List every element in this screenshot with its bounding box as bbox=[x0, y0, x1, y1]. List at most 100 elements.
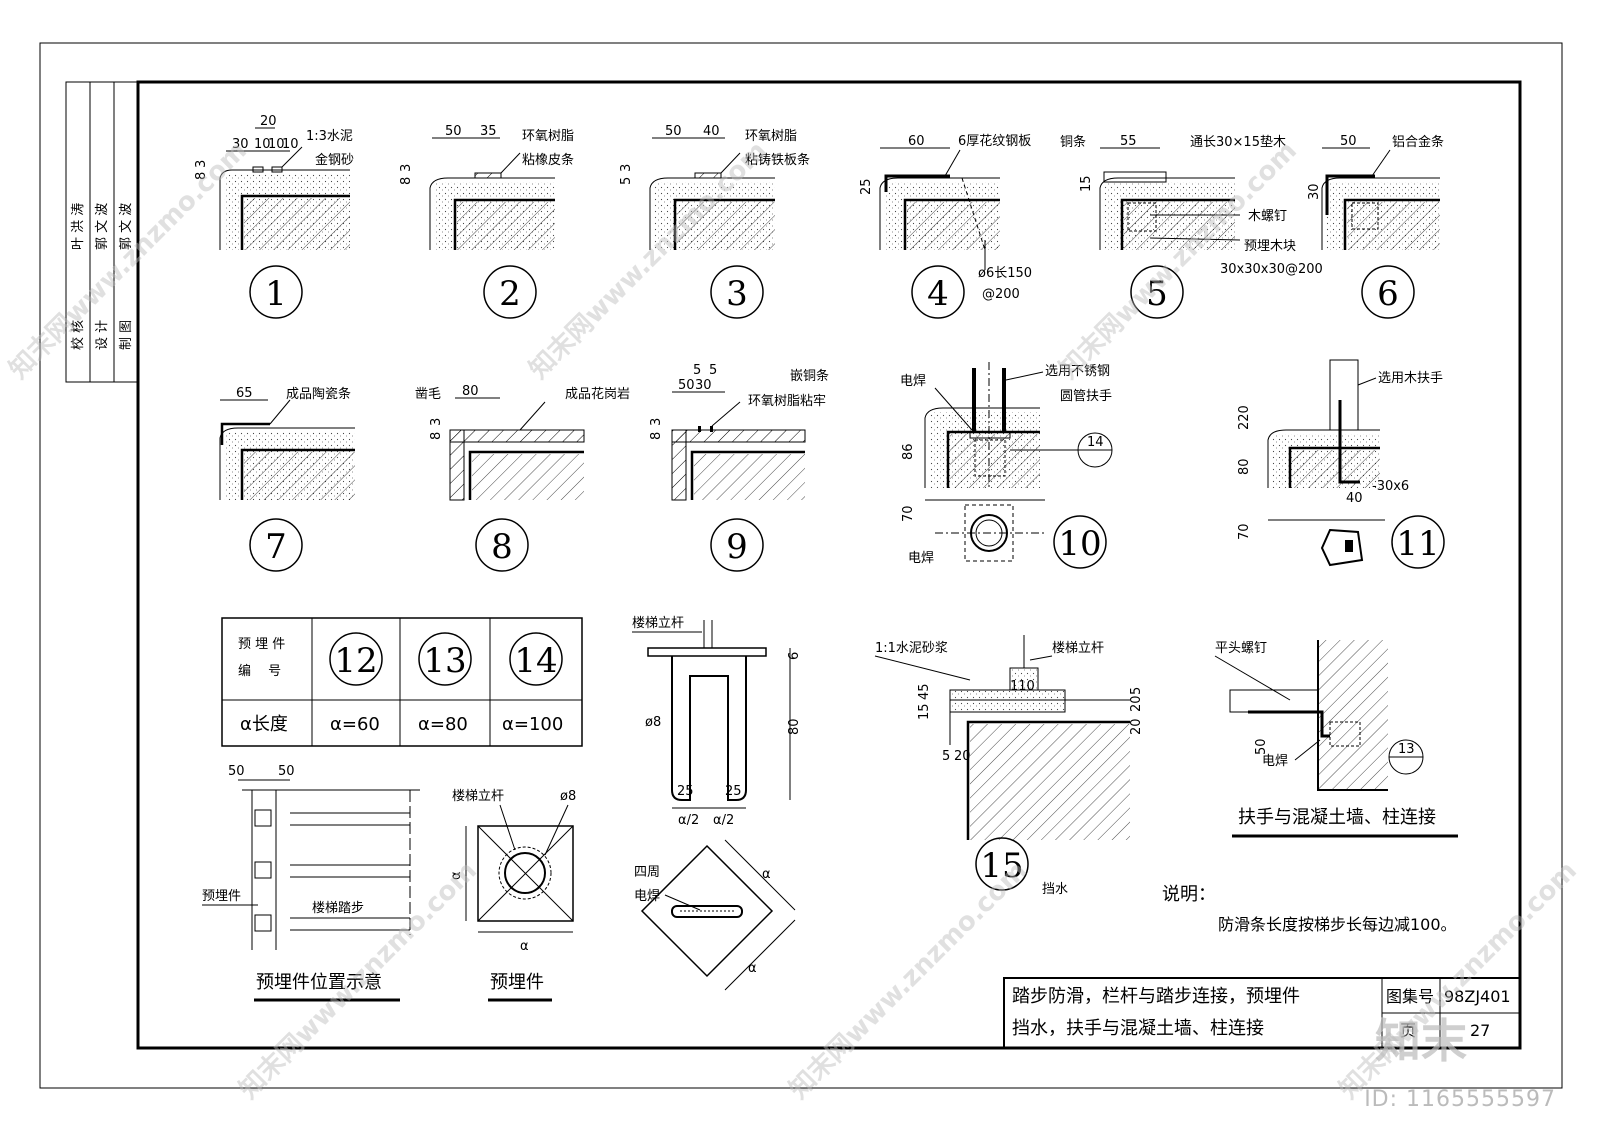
d4-dim-0: 60 bbox=[908, 134, 925, 149]
d2-number: 2 bbox=[499, 274, 521, 314]
d1-dim-5: 8 bbox=[194, 172, 209, 180]
post-label-0: 楼梯立杆 bbox=[632, 616, 684, 631]
d2-dim-0: 50 bbox=[445, 124, 462, 139]
d4-label-2: @200 bbox=[982, 287, 1020, 302]
post-dim-0: 6 bbox=[787, 652, 802, 660]
d5-label-3: 预埋木块 bbox=[1244, 239, 1296, 254]
embed-part-label-1: ø8 bbox=[560, 789, 576, 804]
detail-7: 65 成品陶瓷条 7 bbox=[219, 386, 355, 572]
d1-number: 1 bbox=[265, 274, 287, 314]
d8-label-1: 成品花岗岩 bbox=[565, 386, 630, 402]
d9-number: 9 bbox=[726, 527, 748, 567]
d6-number: 6 bbox=[1377, 274, 1399, 314]
embed-length-label: α长度 bbox=[240, 714, 288, 735]
weld-diamond-diagram: 四周 电焊 α α bbox=[634, 839, 796, 991]
d10-dim-0: 86 bbox=[901, 443, 916, 460]
d3-dim-3: 3 bbox=[619, 164, 634, 172]
d7-dim-0: 65 bbox=[236, 386, 253, 401]
sig-row-3: 设 计 bbox=[95, 320, 110, 350]
d4-dim-1: 25 bbox=[859, 178, 874, 195]
d2-dim-3: 3 bbox=[399, 164, 414, 172]
d8-label-0: 凿毛 bbox=[415, 387, 441, 402]
d5-dim-0: 55 bbox=[1120, 134, 1137, 149]
d5-label-2: 木螺钉 bbox=[1248, 209, 1287, 224]
detail-8: 80 8 3 凿毛 成品花岗岩 8 bbox=[415, 384, 630, 572]
d15-dim-5: 5 bbox=[1129, 687, 1144, 695]
d4-label-0: 6厚花纹钢板 bbox=[958, 133, 1031, 149]
drawing-frame bbox=[136, 80, 1522, 1050]
sig-row-6: 郭 文 波 bbox=[118, 203, 134, 250]
embed-number-12: 12 bbox=[334, 641, 377, 681]
wall-label-1: 电焊 bbox=[1262, 753, 1288, 769]
post-dim-5: α/2 bbox=[713, 813, 734, 828]
notes-text: 防滑条长度按梯步长每边减100。 bbox=[1218, 915, 1457, 934]
d9-label-1: 环氧树脂粘牢 bbox=[748, 394, 826, 409]
d11-label-1: -30x6 bbox=[1372, 479, 1409, 494]
d9-dim-0: 50 bbox=[678, 378, 695, 393]
embed-table: 预 埋 件 编 号 12 13 14 α长度 α=60 α=80 α=100 bbox=[221, 617, 583, 747]
embed-part-dim-1: α bbox=[449, 871, 464, 880]
post-dim-2: 25 bbox=[677, 784, 694, 799]
d1-dim-1: 30 bbox=[232, 137, 249, 152]
detail-15: 1:1水泥砂浆 楼梯立杆 110 15 45 20 20 5 5 20 15 挡… bbox=[874, 635, 1144, 897]
d3-dim-1: 40 bbox=[703, 124, 720, 139]
weld-dim-1: α bbox=[748, 961, 757, 976]
d1-dim-0: 20 bbox=[260, 114, 277, 129]
post-section-diagram: 楼梯立杆 ø8 6 80 25 25 α/2 α/2 bbox=[632, 616, 802, 828]
d15-dim-3: 20 bbox=[1129, 718, 1144, 735]
title-block: 踏步防滑，栏杆与踏步连接，预埋件 挡水，扶手与混凝土墙、柱连接 图集号 98ZJ… bbox=[1003, 977, 1521, 1049]
signature-block: 校 核 叶 洪 涛 设 计 郭 文 波 制 图 郭 文 波 bbox=[65, 81, 139, 383]
d5-number: 5 bbox=[1146, 274, 1168, 314]
d10-label-3: 电焊 bbox=[908, 550, 934, 566]
d15-dim-1: 15 bbox=[917, 703, 932, 720]
d2-dim-1: 35 bbox=[480, 124, 497, 139]
d1-dim-6: 3 bbox=[194, 160, 209, 168]
post-dim-1: 80 bbox=[787, 718, 802, 735]
notes: 说明： 防滑条长度按梯步长每边减100。 bbox=[1162, 884, 1457, 934]
d15-label-1: 楼梯立杆 bbox=[1052, 641, 1104, 656]
post-dim-4: α/2 bbox=[678, 813, 699, 828]
embed-pos-title: 预埋件位置示意 bbox=[256, 972, 382, 993]
d8-dim-1: 8 bbox=[429, 432, 444, 440]
watermark-3: 知末网www.znzmo.com bbox=[524, 136, 773, 385]
detail-1: 20 30 10 10 10 8 3 1:3水泥 金钢砂 1 bbox=[194, 114, 354, 319]
embed-position-diagram: 50 50 预埋件 楼梯踏步 预埋件位置示意 bbox=[202, 764, 420, 1002]
d6-label-0: 铝合金条 bbox=[1392, 134, 1444, 150]
d7-label-0: 成品陶瓷条 bbox=[286, 386, 351, 402]
wall-connection-diagram: 平头螺钉 50 电焊 13 扶手与混凝土墙、柱连接 bbox=[1214, 640, 1458, 838]
d10-label-2: 圆管扶手 bbox=[1060, 389, 1112, 404]
d15-dim-6: 5 bbox=[942, 749, 950, 764]
d15-dim-7: 20 bbox=[954, 749, 971, 764]
detail-10: 电焊 选用不锈钢 圆管扶手 电焊 86 70 14 10 bbox=[900, 362, 1113, 569]
d10-label-1: 选用不锈钢 bbox=[1045, 364, 1110, 379]
weld-label-1: 电焊 bbox=[634, 888, 660, 904]
d2-label-0: 环氧树脂 bbox=[522, 129, 574, 144]
d3-number: 3 bbox=[726, 274, 748, 314]
d11-number: 11 bbox=[1396, 524, 1439, 564]
watermark-5: 知末网www.znzmo.com bbox=[1054, 136, 1303, 385]
detail-2: 50 35 8 3 环氧树脂 粘橡皮条 2 bbox=[399, 124, 574, 319]
d15-number: 15 bbox=[980, 846, 1023, 886]
d8-number: 8 bbox=[491, 527, 513, 567]
title-line-1: 踏步防滑，栏杆与踏步连接，预埋件 bbox=[1012, 986, 1300, 1007]
d15-dim-4: 20 bbox=[1129, 695, 1144, 712]
d8-dim-2: 3 bbox=[429, 418, 444, 426]
image-id-label: ID: 1165555597 bbox=[1364, 1087, 1556, 1112]
logo-watermark: 知末 bbox=[1375, 1014, 1467, 1068]
wall-ref: 13 bbox=[1398, 742, 1415, 757]
sheet-border bbox=[39, 42, 1563, 1089]
watermark-4: 知末网www.znzmo.com bbox=[784, 856, 1033, 1105]
d1-dim-3: 10 bbox=[268, 137, 285, 152]
watermarks: 知末网www.znzmo.com 知末网www.znzmo.com 知末网www… bbox=[4, 136, 1583, 1105]
d9-dim-3: 5 bbox=[709, 363, 717, 378]
embed-part-title: 预埋件 bbox=[490, 972, 544, 993]
atlas-number: 98ZJ401 bbox=[1444, 987, 1511, 1006]
d11-dim-3: 70 bbox=[1237, 523, 1252, 540]
post-label-1: ø8 bbox=[645, 715, 661, 730]
d2-label-1: 粘橡皮条 bbox=[522, 152, 574, 168]
embed-table-label-a: 预 埋 件 bbox=[238, 637, 285, 652]
wall-title: 扶手与混凝土墙、柱连接 bbox=[1238, 807, 1436, 828]
d10-ref: 14 bbox=[1087, 435, 1104, 450]
embed-part-diagram: α α 楼梯立杆 ø8 预埋件 bbox=[449, 789, 576, 1002]
